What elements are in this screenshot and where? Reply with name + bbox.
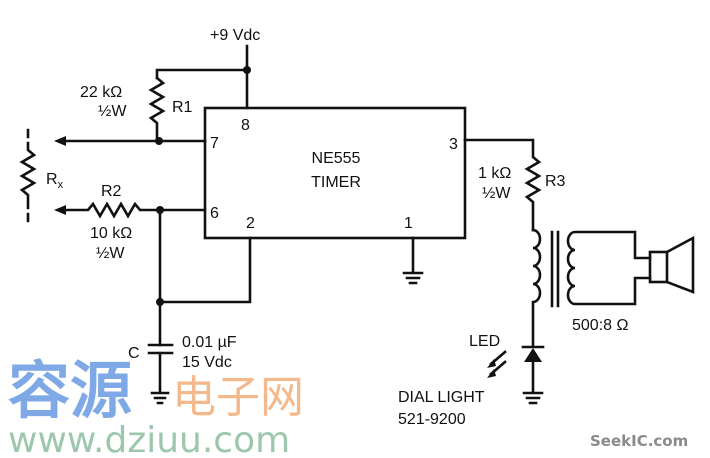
led-diode <box>521 345 545 394</box>
watermark-cn-orange: 电子网 <box>172 372 304 423</box>
junction <box>243 66 251 74</box>
transformer-core <box>550 230 560 308</box>
r3-resistor <box>463 138 542 232</box>
r1-resistor <box>148 76 166 143</box>
pin-8: 8 <box>241 117 250 134</box>
supply-label: +9 Vdc <box>210 27 260 44</box>
capacitor-value: 0.01 µF <box>182 334 237 351</box>
capacitor-name: C <box>128 345 140 362</box>
pin-2: 2 <box>246 215 255 232</box>
ground-icon <box>402 236 424 285</box>
capacitor-rating: 15 Vdc <box>182 354 232 371</box>
r2-power: ½W <box>96 245 125 262</box>
r1-power: ½W <box>98 103 127 120</box>
led-part-number: 521-9200 <box>398 411 466 428</box>
pin-1: 1 <box>404 215 413 232</box>
rx-subscript: x <box>58 179 64 191</box>
r2-resistor <box>62 201 207 219</box>
r3-value: 1 kΩ <box>478 165 511 182</box>
ground-icon <box>522 391 544 405</box>
rx-resistor <box>19 128 37 223</box>
led-diode-icon <box>524 348 542 362</box>
r1-value: 22 kΩ <box>80 84 122 101</box>
led-part-label: DIAL LIGHT <box>398 389 485 406</box>
rx-name-main: R <box>46 171 58 188</box>
ground-icon <box>150 391 170 405</box>
speaker-icon <box>648 235 695 294</box>
led-name: LED <box>469 333 500 350</box>
arrow-left-icon <box>54 136 66 146</box>
watermark-seekic: SeekIC.com <box>590 432 688 450</box>
r1-name: R1 <box>172 99 193 116</box>
transformer-primary <box>531 228 542 347</box>
transformer-ratio: 500:8 Ω <box>572 317 628 334</box>
arrow-icon <box>487 359 496 368</box>
watermark-site: www.dziuu.com <box>8 420 290 458</box>
supply-wire <box>155 44 249 110</box>
watermark-cn-blue: 容源 <box>8 354 132 427</box>
ne555-chip <box>203 106 467 240</box>
pin-6: 6 <box>210 205 219 222</box>
ic-name: NE555 <box>312 150 361 167</box>
pin-3: 3 <box>449 136 458 153</box>
arrow-icon <box>487 369 496 378</box>
junction <box>156 298 164 306</box>
r2-value: 10 kΩ <box>90 225 132 242</box>
ic-subtitle: TIMER <box>311 174 361 191</box>
r3-power: ½W <box>482 185 511 202</box>
rx-name: Rx <box>46 171 64 191</box>
timing-wire <box>158 208 252 394</box>
r2-name: R2 <box>101 183 122 200</box>
capacitor <box>147 343 174 355</box>
r3-name: R3 <box>545 173 566 190</box>
arrow-left-icon <box>54 205 66 215</box>
transformer-secondary <box>566 230 652 306</box>
pin-7: 7 <box>210 135 219 152</box>
